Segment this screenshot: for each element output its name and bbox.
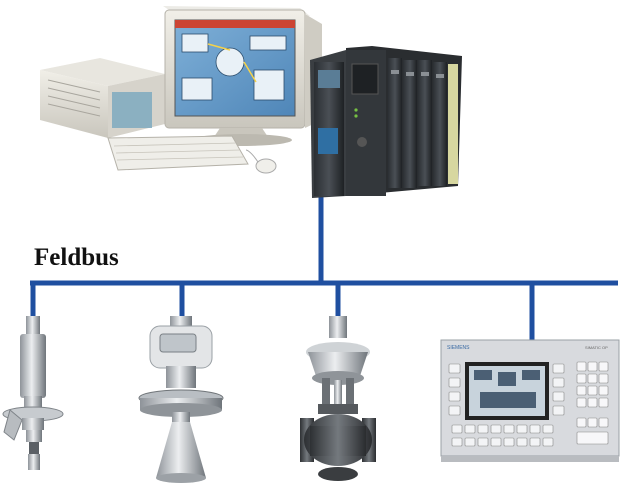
bus-label: Feldbus	[34, 244, 119, 271]
panel-keypad-key	[598, 373, 609, 384]
panel-side-key	[552, 405, 565, 416]
panel-side-key	[552, 391, 565, 402]
panel-function-key	[542, 424, 554, 434]
panel-function-key	[451, 424, 463, 434]
panel-side-key	[448, 405, 461, 416]
panel-model: SIMATIC OP	[585, 345, 608, 350]
panel-function-key	[490, 437, 502, 447]
feldbus-network	[30, 196, 618, 340]
panel-function-key	[477, 437, 489, 447]
panel-arrow-key	[598, 417, 609, 428]
operator-panel-icon: SIEMENS SIMATIC OP	[440, 339, 620, 462]
panel-keypad-key	[576, 397, 587, 408]
radar-level-sensor-icon	[138, 316, 224, 483]
panel-brand: SIEMENS	[447, 345, 470, 351]
panel-function-key	[477, 424, 489, 434]
panel-keypad-key	[598, 397, 609, 408]
panel-side-key	[552, 363, 565, 374]
panel-function-key	[529, 437, 541, 447]
temperature-sensor-icon	[2, 316, 64, 470]
panel-keypad-key	[587, 373, 598, 384]
panel-side-key	[448, 391, 461, 402]
panel-function-key	[451, 437, 463, 447]
panel-function-key	[516, 424, 528, 434]
panel-arrow-key	[576, 417, 587, 428]
panel-function-key	[490, 424, 502, 434]
panel-function-key	[503, 437, 515, 447]
panel-keypad-key	[587, 397, 598, 408]
panel-arrow-key	[587, 417, 598, 428]
panel-function-key	[529, 424, 541, 434]
panel-side-key	[552, 377, 565, 388]
panel-function-key	[464, 437, 476, 447]
panel-keypad-key	[587, 385, 598, 396]
pc-workstation-icon	[40, 6, 322, 174]
panel-side-key	[448, 363, 461, 374]
panel-keypad-key	[587, 361, 598, 372]
panel-keypad-key	[576, 385, 587, 396]
panel-keypad-key	[576, 361, 587, 372]
panel-keypad-key	[598, 361, 609, 372]
panel-function-key	[542, 437, 554, 447]
control-valve-icon	[300, 316, 376, 481]
panel-function-key	[503, 424, 515, 434]
panel-function-key	[464, 424, 476, 434]
panel-side-key	[448, 377, 461, 388]
plc-rack-icon	[310, 46, 462, 198]
panel-enter-key	[576, 431, 609, 445]
panel-function-key	[516, 437, 528, 447]
panel-keypad-key	[576, 373, 587, 384]
panel-keypad-key	[598, 385, 609, 396]
